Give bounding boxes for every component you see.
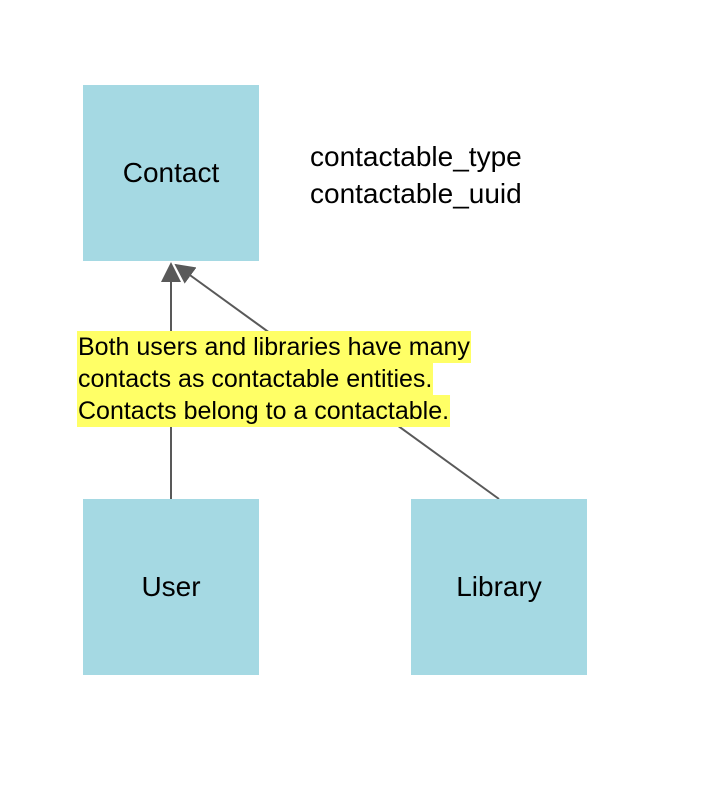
library-entity-label: Library [456, 571, 542, 602]
contact-entity-box: Contact [83, 85, 259, 261]
attribute-contactable-type: contactable_type [310, 141, 522, 172]
note-line: contacts as contactable entities. [77, 363, 434, 395]
contact-entity-label: Contact [122, 157, 220, 188]
library-entity-box: Library [411, 499, 587, 675]
relationship-note: Both users and libraries have many conta… [77, 331, 537, 427]
note-line: Both users and libraries have many [77, 331, 471, 363]
note-line: Contacts belong to a contactable. [77, 395, 451, 427]
user-entity-box: User [83, 499, 259, 675]
polymorphic-attributes: contactable_type contactable_uuid [310, 138, 522, 212]
attribute-contactable-uuid: contactable_uuid [310, 178, 522, 209]
user-entity-label: User [141, 571, 201, 602]
